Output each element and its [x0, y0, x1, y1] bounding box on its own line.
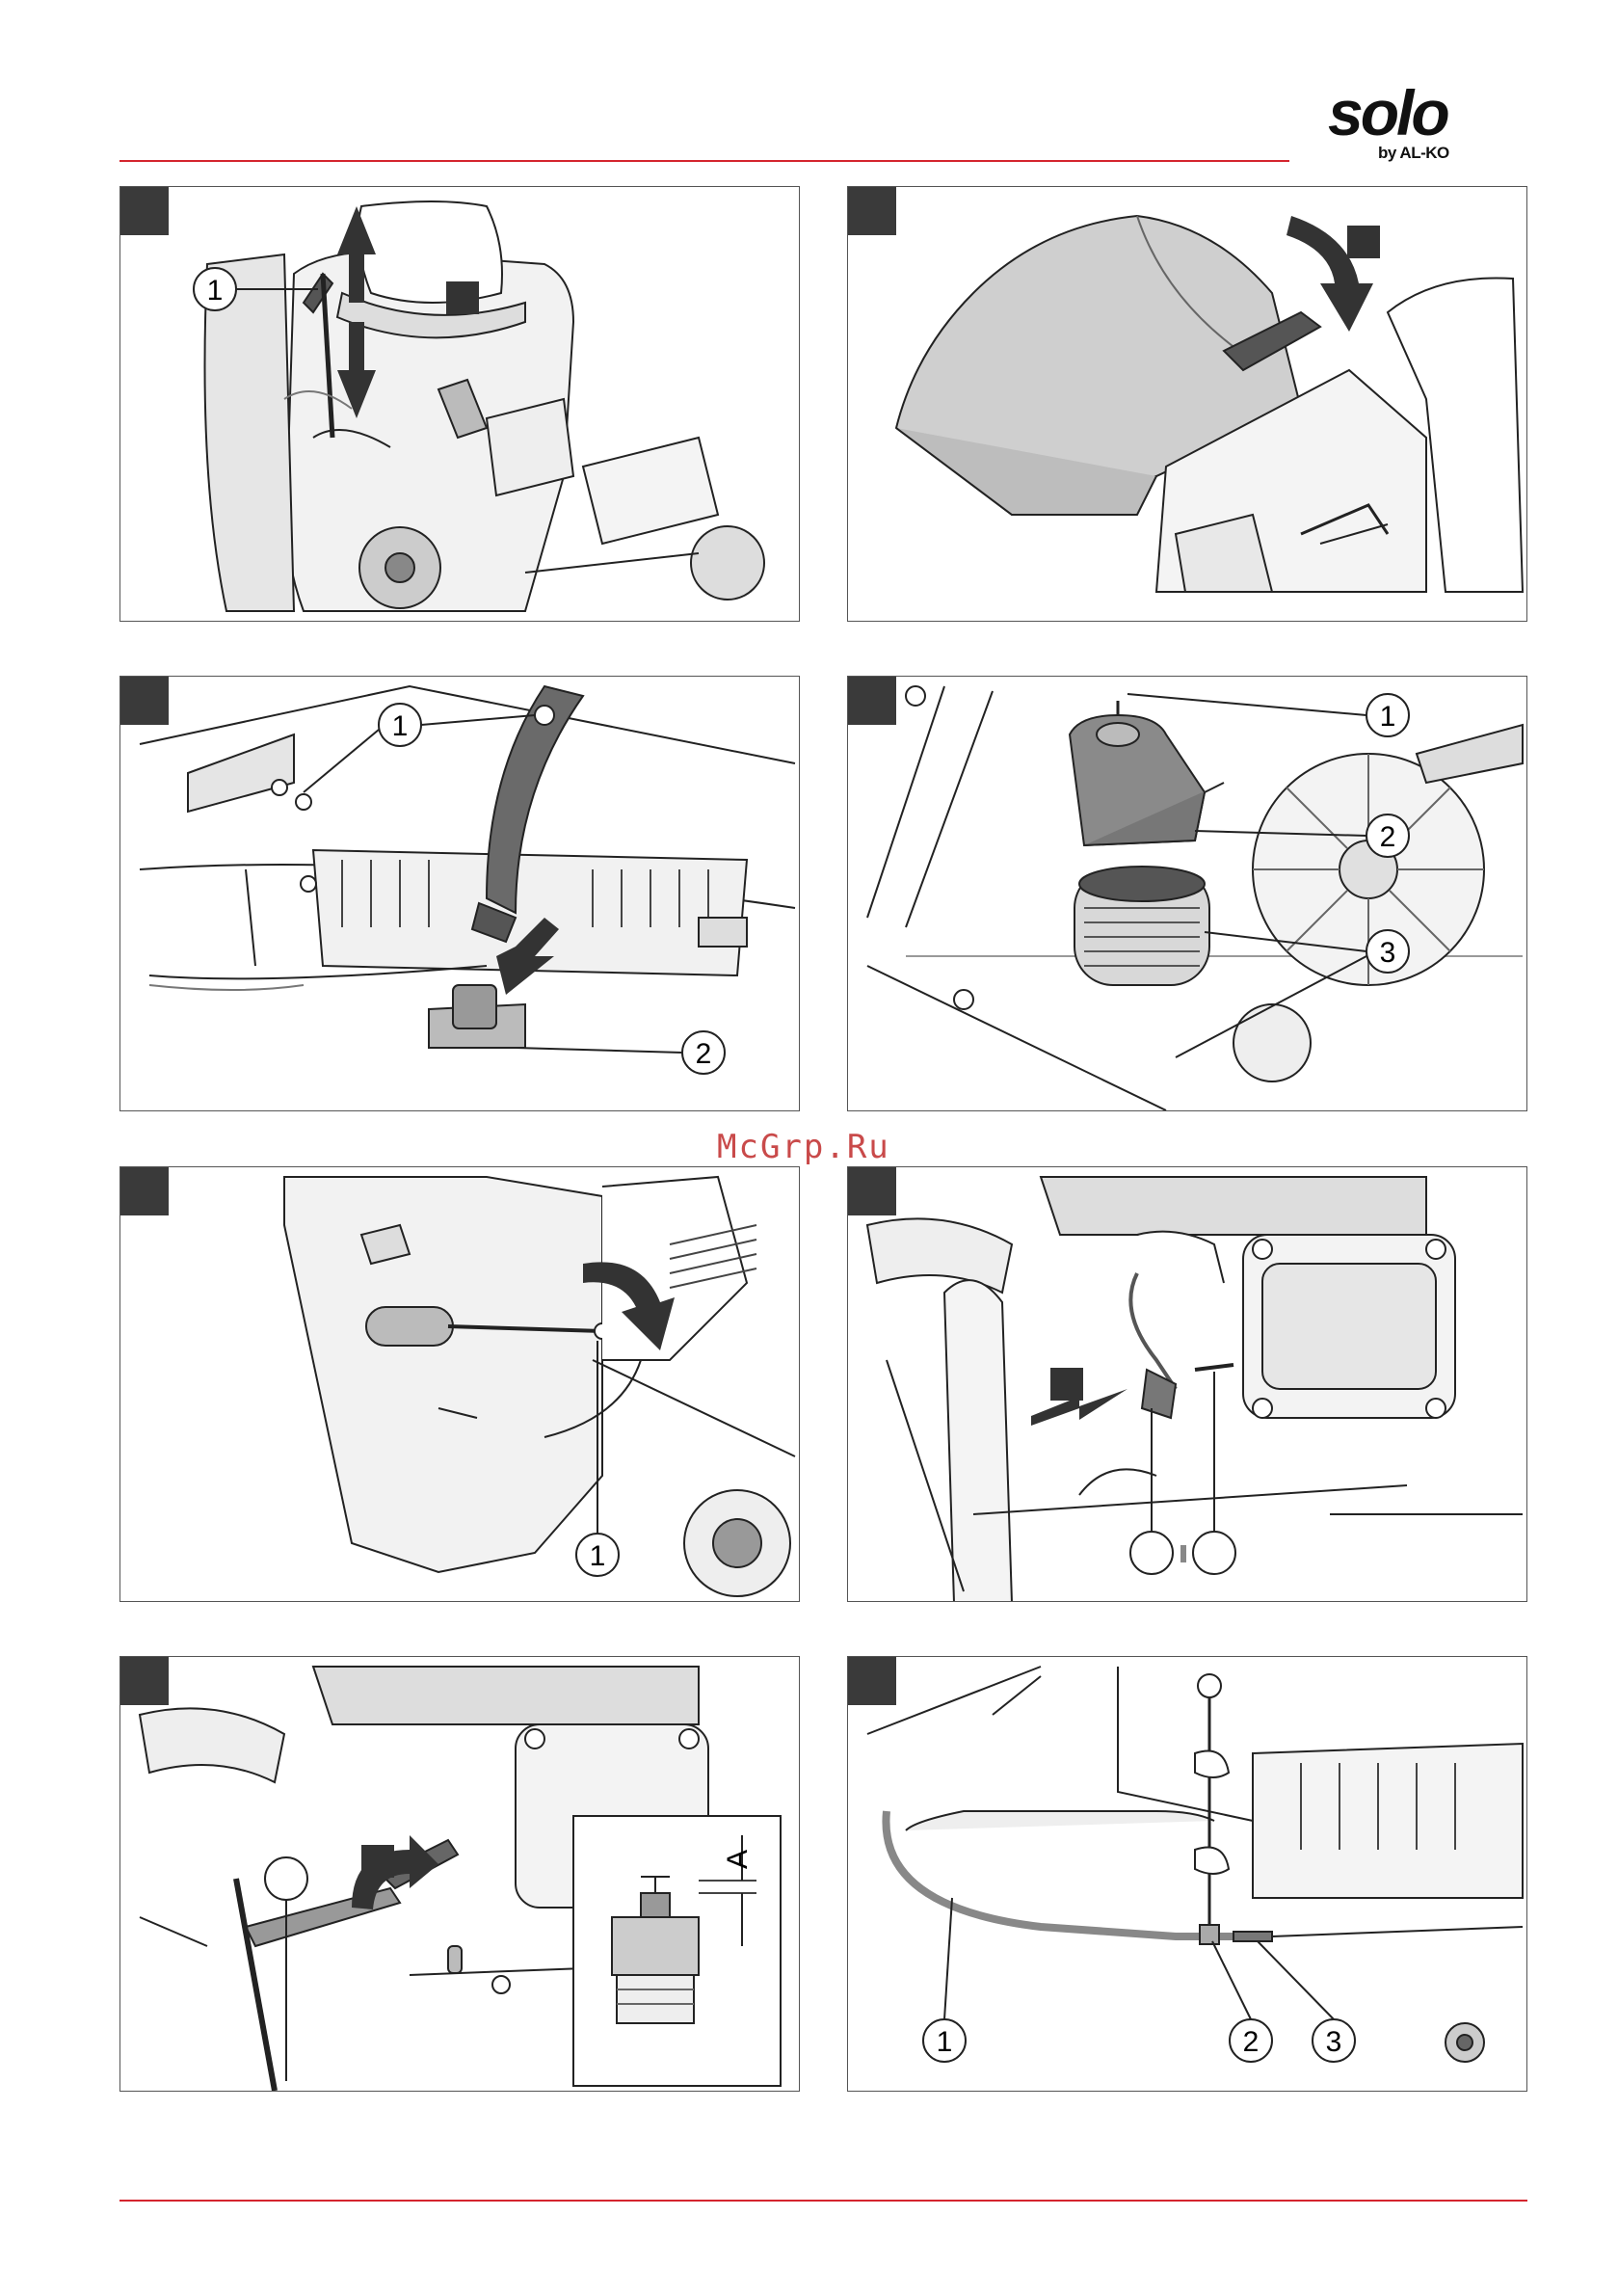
figure-4-illustration: 1 2 3	[848, 677, 1527, 1111]
figure-1-illustration: 1	[120, 187, 800, 622]
watermark: McGrp.Ru	[717, 1128, 890, 1166]
figure-3: 1 2	[119, 676, 800, 1111]
callout-1: 1	[392, 710, 409, 742]
figure-3-illustration: 1 2	[120, 677, 800, 1111]
figure-7: A	[119, 1656, 800, 2092]
callout-1: 1	[207, 275, 224, 307]
figure-2-illustration	[848, 187, 1527, 622]
brand-subline: by AL-KO	[1378, 144, 1449, 163]
figure-1: 1	[119, 186, 800, 622]
callout-empty-1	[265, 1857, 307, 1900]
figure-8: 1 2 3	[847, 1656, 1527, 2092]
figure-4: 1 2 3	[847, 676, 1527, 1111]
figure-5: 1	[119, 1166, 800, 1602]
figure-7-illustration: A	[120, 1657, 800, 2092]
callout-3: 3	[1326, 2026, 1342, 2058]
gap-dimension-label: A	[722, 1850, 754, 1869]
figure-8-illustration: 1 2 3	[848, 1657, 1527, 2092]
callout-2: 2	[696, 1038, 712, 1070]
figure-5-illustration: 1	[120, 1167, 800, 1602]
header-rule	[119, 160, 1289, 162]
callout-1: 1	[590, 1540, 606, 1572]
callout-2: 2	[1243, 2026, 1260, 2058]
figure-6-illustration	[848, 1167, 1527, 1602]
callout-1: 1	[937, 2026, 953, 2058]
figure-2	[847, 186, 1527, 622]
callout-3: 3	[1380, 937, 1396, 969]
callout-1: 1	[1380, 701, 1396, 733]
figure-6	[847, 1166, 1527, 1602]
callout-empty-2	[1193, 1532, 1235, 1574]
callout-empty-1	[1130, 1532, 1173, 1574]
footer-rule	[119, 2200, 1527, 2202]
brand-wordmark: solo	[1328, 81, 1447, 145]
callout-2: 2	[1380, 821, 1396, 853]
brand-logo: solo by AL-KO	[1328, 81, 1501, 168]
